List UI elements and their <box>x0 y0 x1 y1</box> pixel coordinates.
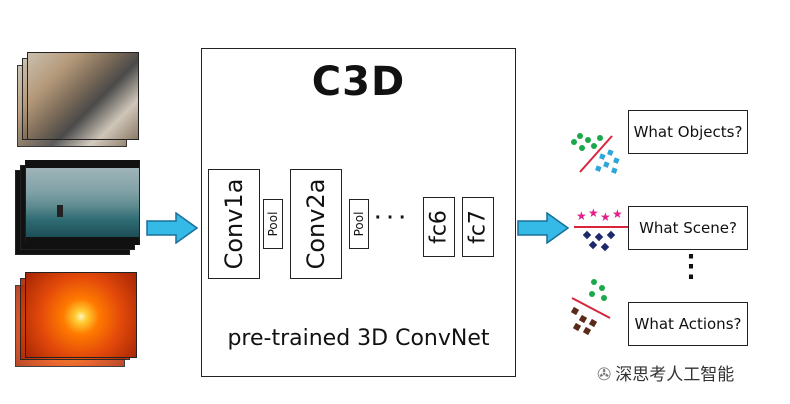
output-arrow-icon <box>517 212 569 244</box>
svg-text:★: ★ <box>600 210 611 224</box>
questions-vertical-ellipsis: ⋮ <box>676 250 706 283</box>
question-scene: What Scene? <box>628 206 748 250</box>
c3d-title: C3D <box>311 59 406 105</box>
layer-pool-2: Pool <box>349 199 369 249</box>
layer-conv1a-label: Conv1a <box>220 178 248 270</box>
watermark: ✇深思考人工智能 <box>597 360 734 385</box>
layer-conv1a: Conv1a <box>208 169 260 279</box>
input-arrow-icon <box>146 212 198 244</box>
watermark-text: 深思考人工智能 <box>615 365 735 385</box>
layer-conv2a: Conv2a <box>290 169 342 279</box>
svg-text:★: ★ <box>612 208 623 221</box>
objects-classifier-icon <box>571 133 620 174</box>
layer-fc6-label: fc6 <box>426 210 452 244</box>
svg-text:★: ★ <box>588 208 599 220</box>
c3d-subtitle: pre-trained 3D ConvNet <box>227 326 490 351</box>
layer-pool-1-label: Pool <box>266 211 280 237</box>
question-actions: What Actions? <box>628 302 748 346</box>
layer-fc6: fc6 <box>423 197 455 257</box>
layer-fc7: fc7 <box>462 197 494 257</box>
c3d-network-box: C3D Conv1a Pool Conv2a Pool · · · fc6 fc… <box>201 48 516 377</box>
scene-classifier-icon: ★ ★ ★ ★ <box>574 208 628 252</box>
actions-classifier-icon <box>570 279 611 336</box>
wechat-icon: ✇ <box>597 365 612 385</box>
layer-fc7-label: fc7 <box>465 210 491 244</box>
layer-ellipsis: · · · <box>375 207 407 229</box>
question-objects: What Objects? <box>628 110 748 154</box>
layer-conv2a-label: Conv2a <box>302 178 330 270</box>
layer-pool-1: Pool <box>263 199 283 249</box>
layer-pool-2-label: Pool <box>352 211 366 237</box>
svg-text:★: ★ <box>576 209 587 223</box>
